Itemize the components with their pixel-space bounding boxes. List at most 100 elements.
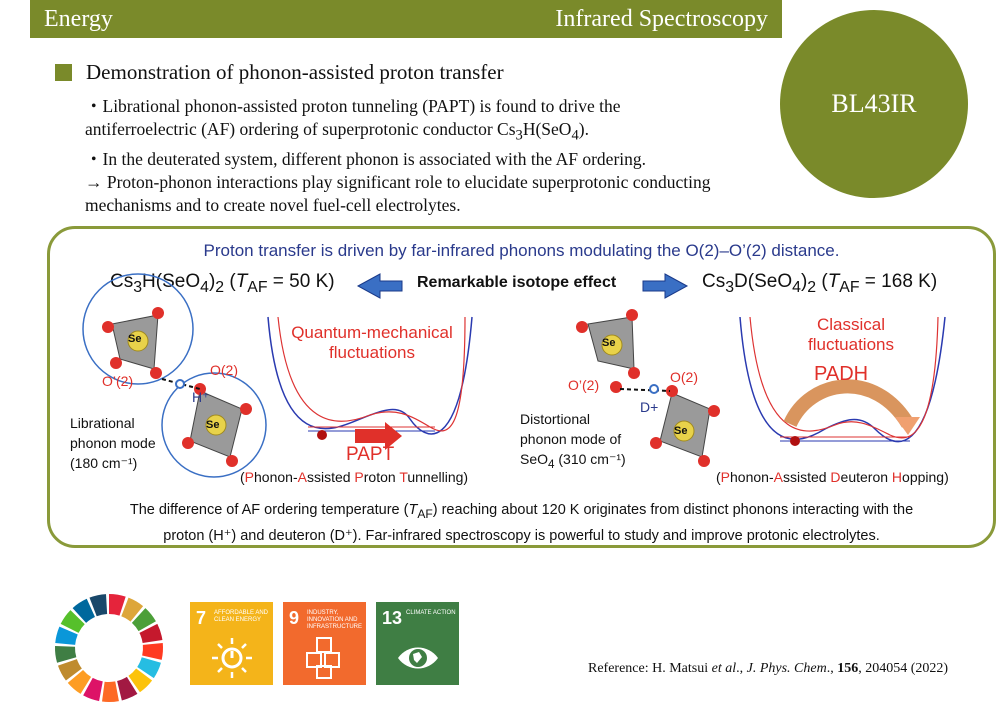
right-arrow-icon <box>642 273 689 299</box>
text-span: SeO <box>520 451 549 467</box>
text-span: ., <box>736 661 747 676</box>
hydrogen-bond-right <box>619 388 671 392</box>
sdg-wheel-segment <box>109 594 126 616</box>
se-label: Se <box>674 425 688 437</box>
reference: Reference: H. Matsui et al., J. Phys. Ch… <box>588 661 948 677</box>
left-potential-blue <box>267 316 473 435</box>
sdg-wheel-segment <box>83 677 103 702</box>
se-atom-right-top <box>601 334 623 356</box>
text-span: opping) <box>902 469 949 485</box>
sdg-wheel-segment <box>72 598 95 623</box>
text-span: (310 cm⁻¹) <box>554 451 626 467</box>
text-span: ssisted <box>782 469 831 485</box>
section-title: Demonstration of phonon-assisted proton … <box>55 60 785 85</box>
text-span: The difference of AF ordering temperatur… <box>129 502 409 518</box>
oxygen-atom <box>152 307 164 319</box>
sdg-number: 7 <box>196 608 207 628</box>
sdg-13-tile: 13 CLIMATE ACTION <box>376 602 459 685</box>
text-span: ( <box>240 469 245 485</box>
bullet-square-icon <box>55 64 72 81</box>
papt-full-name: (Phonon-Assisted Proton Tunnelling) <box>240 469 468 485</box>
text-span: , 204054 (2022) <box>858 661 949 676</box>
subscript: 3 <box>133 278 143 296</box>
text-span: ssisted <box>306 469 355 485</box>
header-bar: Energy Infrared Spectroscopy <box>30 0 782 38</box>
figure-panel: Proton transfer is driven by far-infrare… <box>47 226 996 548</box>
text-span: honon- <box>730 469 774 485</box>
text-span: H <box>891 469 903 485</box>
se-label: Se <box>206 419 220 431</box>
sdg-wheel-segment <box>137 657 161 679</box>
padh-label: PADH <box>814 363 869 385</box>
proton-position-icon <box>317 430 327 440</box>
subscript: 3 <box>725 278 735 296</box>
oxygen-atom <box>708 405 720 417</box>
se-atom-bottom <box>205 414 227 436</box>
text-span: ) <box>800 271 808 292</box>
subscript: AF <box>247 278 268 296</box>
text-span: P <box>720 469 731 485</box>
subscript: 4 <box>571 127 579 144</box>
caption-line-1: The difference of AF ordering temperatur… <box>70 499 973 525</box>
text-span: A <box>773 469 783 485</box>
text-span: ( <box>224 271 236 292</box>
text-span: ., <box>826 661 838 676</box>
sdg-wheel-segment <box>102 681 119 702</box>
text-line: phonon mode <box>70 435 156 451</box>
sdg-7-tile: 7 AFFORDABLE AND CLEAN ENERGY <box>190 602 273 685</box>
text-line: fluctuations <box>808 335 894 354</box>
o2-prime-label-left: O’(2) <box>102 373 134 389</box>
figure-graphics <box>82 273 946 478</box>
text-span: Cs <box>110 271 134 292</box>
sdg-wheel-segment <box>142 643 163 660</box>
deuteron-atom <box>649 384 659 394</box>
eye-globe-icon <box>398 647 438 669</box>
left-arrow-icon <box>356 273 403 299</box>
text-span: P <box>244 469 255 485</box>
oxygen-atom <box>226 455 238 467</box>
text-line: (180 cm⁻¹) <box>70 455 138 471</box>
text-span: ) <box>208 271 216 292</box>
text-span: D <box>830 469 841 485</box>
text-span: antiferroelectric (AF) ordering of super… <box>85 119 516 139</box>
text-line: SeO4 (310 cm⁻¹) <box>520 449 626 475</box>
sdg-wheel-segment <box>89 594 108 617</box>
subscript: 2 <box>215 278 225 296</box>
text-span: H(SeO <box>522 119 572 139</box>
text-span: 156 <box>837 661 859 676</box>
o2-label-left: O(2) <box>210 362 238 378</box>
header-right-title: Infrared Spectroscopy <box>555 5 768 32</box>
left-formula: Cs3H(SeO4)2 (TAF = 50 K) <box>110 271 335 297</box>
subscript: 4 <box>548 457 555 471</box>
text-span: honon- <box>254 469 298 485</box>
oxygen-atom <box>194 383 206 395</box>
bullet-list: ・Librational phonon-assisted proton tunn… <box>85 95 785 217</box>
oxygen-atom <box>650 437 662 449</box>
sdg-wheel-segment <box>117 676 138 701</box>
text-span: ( <box>816 271 828 292</box>
text-span: T <box>235 271 248 292</box>
sdg-wheel-segment <box>121 597 144 622</box>
text-span: ). <box>578 119 589 139</box>
oxygen-atom <box>576 321 588 333</box>
text-span: P <box>354 469 364 485</box>
text-span: T <box>827 271 840 292</box>
classical-label: Classical fluctuations <box>786 315 916 355</box>
sdg-wheel-segment <box>55 626 78 645</box>
sdg-9-tile: 9 INDUSTRY, INNOVATION AND INFRASTRUCTUR… <box>283 602 366 685</box>
oxygen-atom <box>240 403 252 415</box>
sdg-number: 9 <box>289 608 300 628</box>
se-atom-top <box>127 330 149 352</box>
text-span: ) reaching about 120 K originates from d… <box>432 502 914 518</box>
sdg-wheel-segment <box>60 610 85 633</box>
sdg-wheel-segment <box>67 669 92 694</box>
distortional-mode-label: Distortional phonon mode of SeO4 (310 cm… <box>520 409 626 475</box>
text-span: ( <box>716 469 721 485</box>
hplus-label: H⁺ <box>192 389 210 405</box>
hopping-arrowhead-icon <box>895 417 920 435</box>
bullet-2: ・In the deuterated system, different pho… <box>85 148 647 169</box>
oxygen-atom <box>626 309 638 321</box>
text-span: Cs <box>702 271 726 292</box>
padh-full-name: (Phonon-Assisted Deuteron Hopping) <box>716 469 949 485</box>
subscript: 2 <box>807 278 817 296</box>
